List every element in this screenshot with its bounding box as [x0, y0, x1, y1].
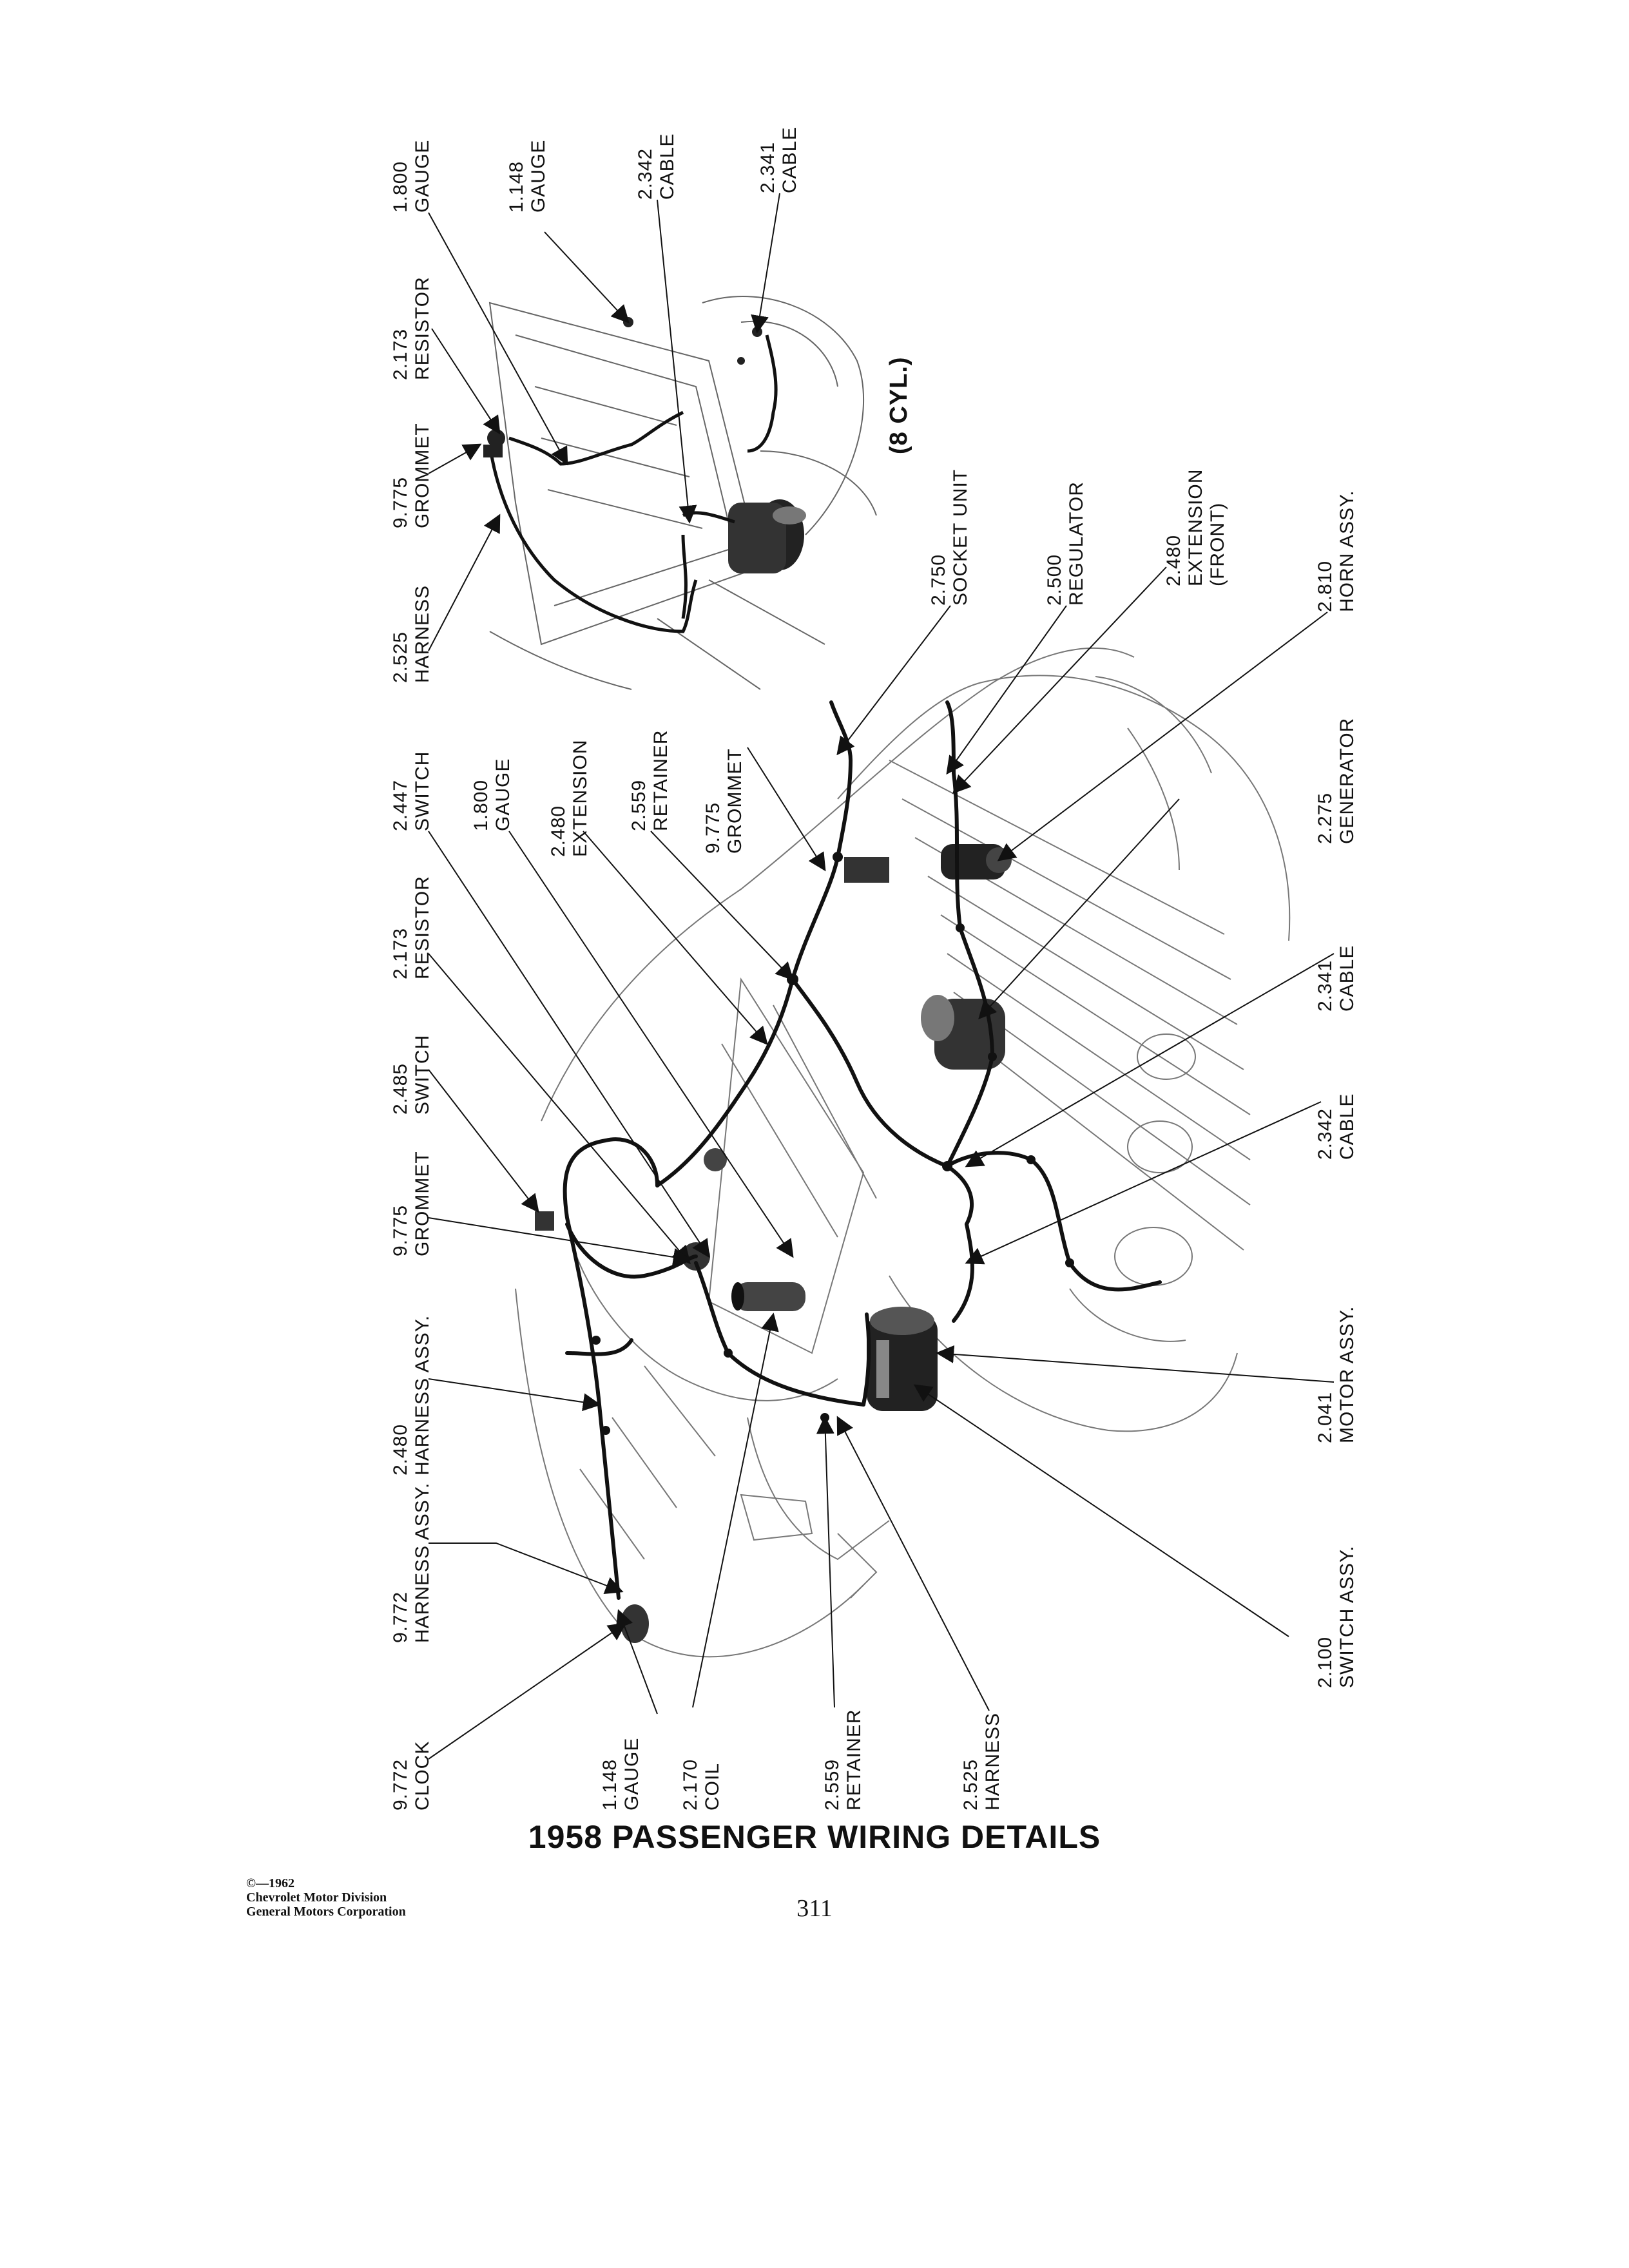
coil-shape [731, 1282, 805, 1311]
main-components [535, 844, 1012, 1643]
horn-shape [941, 844, 1012, 879]
switch-2485-shape [535, 1211, 554, 1231]
grommet-shape [682, 1148, 727, 1271]
copyright-division: Chevrolet Motor Division [246, 1890, 387, 1905]
copyright-corporation: General Motors Corporation [246, 1905, 406, 1919]
page-number: 311 [796, 1895, 833, 1922]
regulator-shape [844, 857, 889, 883]
inset-leader-lines [428, 193, 780, 651]
main-leader-lines [428, 566, 1335, 1760]
inset-harness-wire [488, 334, 778, 633]
wire-clips [592, 852, 1074, 1435]
main-chassis-illustration [515, 647, 1291, 1658]
copyright-year: ©—1962 [246, 1876, 294, 1890]
copyright-notice: ©—1962 Chevrolet Motor Division General … [246, 1876, 406, 1919]
inset-generator [728, 499, 806, 573]
inset-engine-illustration [488, 296, 877, 690]
main-harness-wire [563, 700, 1162, 1600]
motor-assy-shape [867, 1307, 938, 1411]
page-title: 1958 PASSENGER WIRING DETAILS [528, 1819, 1101, 1855]
